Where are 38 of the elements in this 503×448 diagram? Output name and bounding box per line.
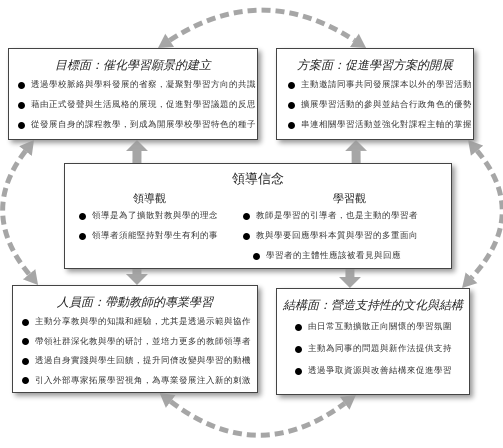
dashed-curved-arrow [158,8,366,48]
column-heading: 學習觀 [333,191,366,206]
box-title: 方案面：促進學習方案的開展 [297,57,453,74]
text-box [276,48,474,140]
bullet-item: 擴展學習活動的參與並結合行政角色的優勢 [288,99,472,111]
bullet-item: 領導是為了擴散對教與學的理念 [79,210,218,222]
box-title: 領導信念 [232,171,284,188]
bullet-item: 主動分享教與學的知識和經驗，尤其是透過示範與協作 [22,316,251,328]
bullet-item: 引入外部專家拓展學習視角，為專業發展注入新的刺激 [22,374,251,386]
column-heading: 領導觀 [133,191,166,206]
bullet-item: 由日常互動擴散正向關懷的學習氛圍 [295,321,452,333]
block-arrow [126,140,148,163]
block-arrow [338,269,361,288]
bullet-item: 透過學校脈絡與學科發展的省察，凝聚對學習方向的共識 [18,79,256,91]
bullet-item: 學習者的主體性應該被看見與回應 [253,250,401,262]
bullet-item: 教師是學習的引導者，也是主動的學習者 [243,210,418,222]
bullet-item: 領導者須能堅持對學生有利的事 [79,230,218,242]
box-title: 人員面：帶動教師的專業學習 [57,294,213,311]
dashed-curved-arrow [159,393,356,438]
bullet-item: 透過爭取資源與改善結構來促進學習 [295,365,452,377]
box-title: 結構面：營造支持性的文化與結構 [283,297,463,314]
bullet-item: 教與學要回應學科本質與學習的多重面向 [243,230,418,242]
bullet-item: 串連相關學習活動並強化對課程主軸的掌握 [288,119,472,131]
block-arrow [126,269,148,285]
bullet-item: 主動為同事的問題與新作法提供支持 [295,343,452,355]
bullet-item: 帶領社群深化教與學的研討，並培力更多的教師領導者 [22,336,251,348]
box-title: 目標面：催化學習願景的建立 [55,57,211,74]
bullet-item: 藉由正式發聲與生活風格的展現，促進對學習議題的反思 [18,99,256,111]
bullet-item: 從發展自身的課程教學，到成為開展學校學習特色的種子 [18,119,256,131]
block-arrow [345,140,368,164]
text-box [276,288,470,395]
text-box [64,163,452,269]
text-box [12,285,258,393]
text-box [8,48,258,140]
dashed-curved-arrow [0,140,38,286]
dashed-curved-arrow [462,140,503,288]
bullet-item: 主動邀請同事共同發展課本以外的學習活動 [288,79,472,91]
bullet-item: 透過自身實踐與學生回饋，提升同儕改變與學習的動機 [22,355,251,367]
